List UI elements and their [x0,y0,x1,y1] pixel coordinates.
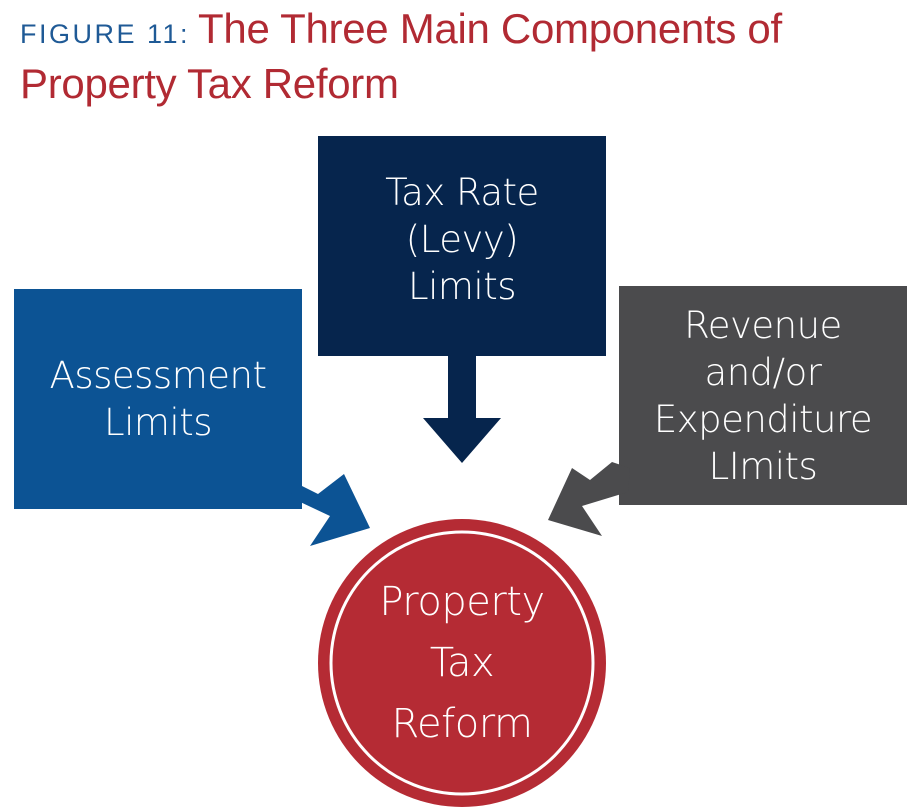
assessment-arrow [286,474,370,546]
figure-title: FIGURE 11:The Three Main Components of P… [20,4,910,109]
tax-rate-arrow [423,356,501,463]
assessment-box [14,289,302,509]
center-circle [318,519,606,807]
figure-label: FIGURE 11: [20,19,191,49]
revenue-box [619,286,907,505]
center-label: Property Tax Reform [379,578,545,747]
center-circle-ring [329,530,595,796]
tax-rate-box [318,136,606,356]
figure-heading: The Three Main Components of Property Ta… [20,5,782,107]
revenue-arrow [548,462,630,536]
revenue-label: Revenue and/or Expenditure LImits [653,303,873,488]
tax-rate-label: Tax Rate (Levy) Limits [385,170,539,308]
assessment-label: Assessment Limits [49,354,267,444]
